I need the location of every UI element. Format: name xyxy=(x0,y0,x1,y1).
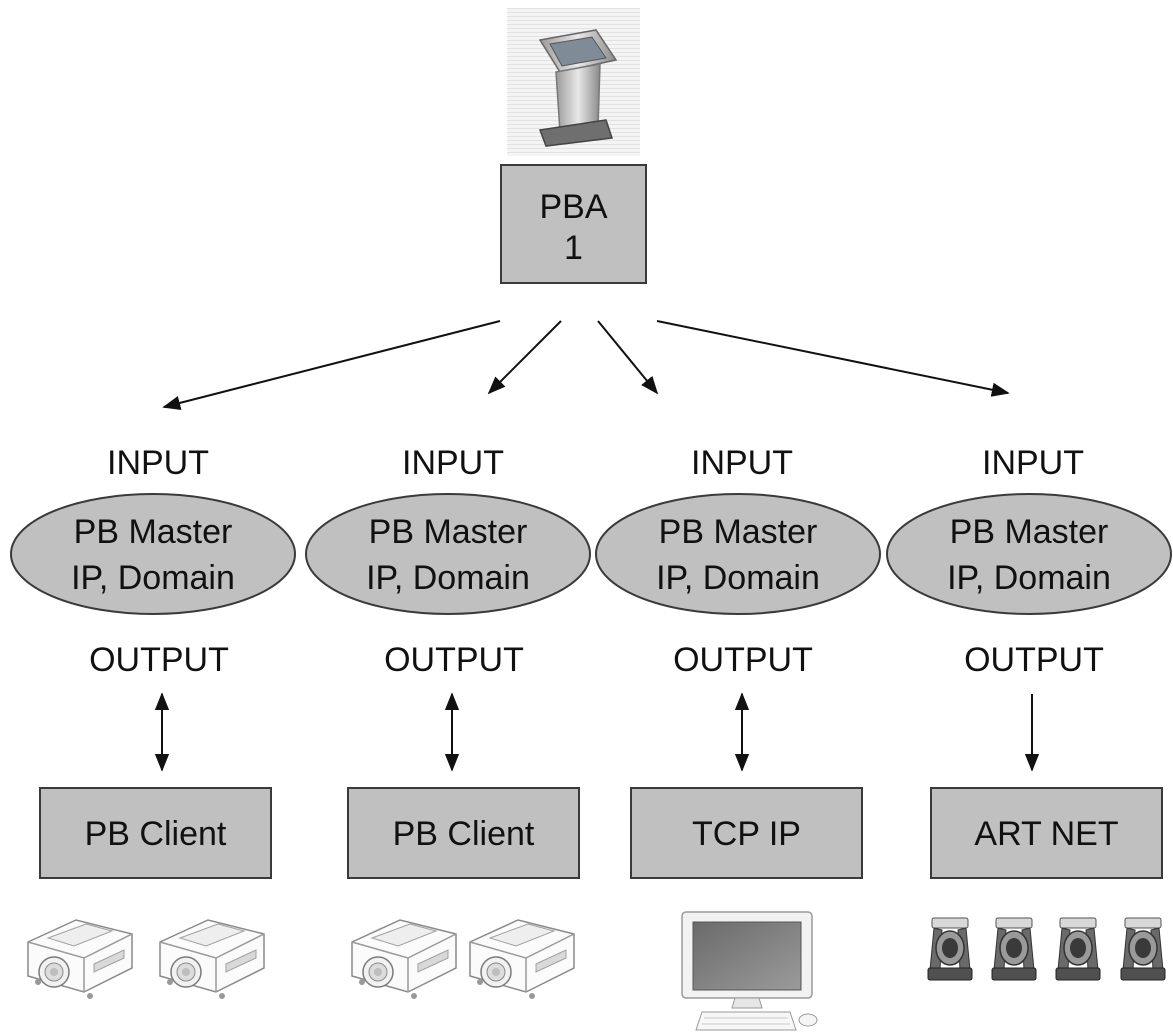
target-node: PB Client xyxy=(347,787,580,879)
master-label-line2: IP, Domain xyxy=(71,559,235,597)
projector-icon xyxy=(27,919,133,1000)
input-label: INPUT xyxy=(982,444,1084,482)
branch-3: INPUT PB Master IP, Domain OUTPUT TCP IP xyxy=(595,444,881,1031)
master-label-line1: PB Master xyxy=(659,513,818,551)
computer-icon xyxy=(681,911,818,1031)
root-node: PBA 1 xyxy=(500,164,647,284)
branch-4: INPUT PB Master IP, Domain OUTPUT ART NE… xyxy=(886,444,1172,981)
target-node: PB Client xyxy=(39,787,272,879)
projector-icon xyxy=(351,919,457,1000)
target-label: TCP IP xyxy=(692,815,801,853)
branch-2: INPUT PB Master IP, Domain OUTPUT PB Cli… xyxy=(305,444,591,1000)
master-node: PB Master IP, Domain xyxy=(10,493,296,615)
input-label: INPUT xyxy=(691,444,793,482)
arrow-to-branch-4 xyxy=(656,320,1010,397)
master-node: PB Master IP, Domain xyxy=(595,493,881,615)
input-label: INPUT xyxy=(402,444,504,482)
moving-head-light-icon xyxy=(1055,917,1101,981)
master-label-line1: PB Master xyxy=(369,513,528,551)
master-label-line2: IP, Domain xyxy=(947,559,1111,597)
projector-icon xyxy=(469,919,575,1000)
input-label: INPUT xyxy=(107,444,209,482)
moving-head-light-icon xyxy=(991,917,1037,981)
output-label: OUTPUT xyxy=(89,641,229,679)
moving-head-light-icon xyxy=(927,917,973,981)
output-label: OUTPUT xyxy=(673,641,813,679)
kiosk-icon xyxy=(507,8,640,156)
projector-icon xyxy=(159,919,265,1000)
output-label: OUTPUT xyxy=(384,641,524,679)
master-label-line1: PB Master xyxy=(74,513,233,551)
target-label: ART NET xyxy=(974,815,1118,853)
target-node: TCP IP xyxy=(630,787,863,879)
fanout-arrows xyxy=(162,320,1010,410)
target-node: ART NET xyxy=(930,787,1163,879)
root-label-line2: 1 xyxy=(564,229,583,267)
master-label-line2: IP, Domain xyxy=(656,559,820,597)
output-label: OUTPUT xyxy=(964,641,1104,679)
arrow-to-branch-3 xyxy=(597,320,659,395)
target-label: PB Client xyxy=(85,815,227,853)
target-label: PB Client xyxy=(393,815,535,853)
root-label-line1: PBA xyxy=(539,188,607,226)
master-label-line1: PB Master xyxy=(950,513,1109,551)
arrow-to-branch-2 xyxy=(487,320,562,395)
master-label-line2: IP, Domain xyxy=(366,559,530,597)
master-node: PB Master IP, Domain xyxy=(886,493,1172,615)
master-node: PB Master IP, Domain xyxy=(305,493,591,615)
moving-head-light-icon xyxy=(1120,917,1166,981)
arrow-to-branch-1 xyxy=(162,320,501,410)
branch-1: INPUT PB Master IP, Domain OUTPUT PB Cli… xyxy=(10,444,296,1000)
